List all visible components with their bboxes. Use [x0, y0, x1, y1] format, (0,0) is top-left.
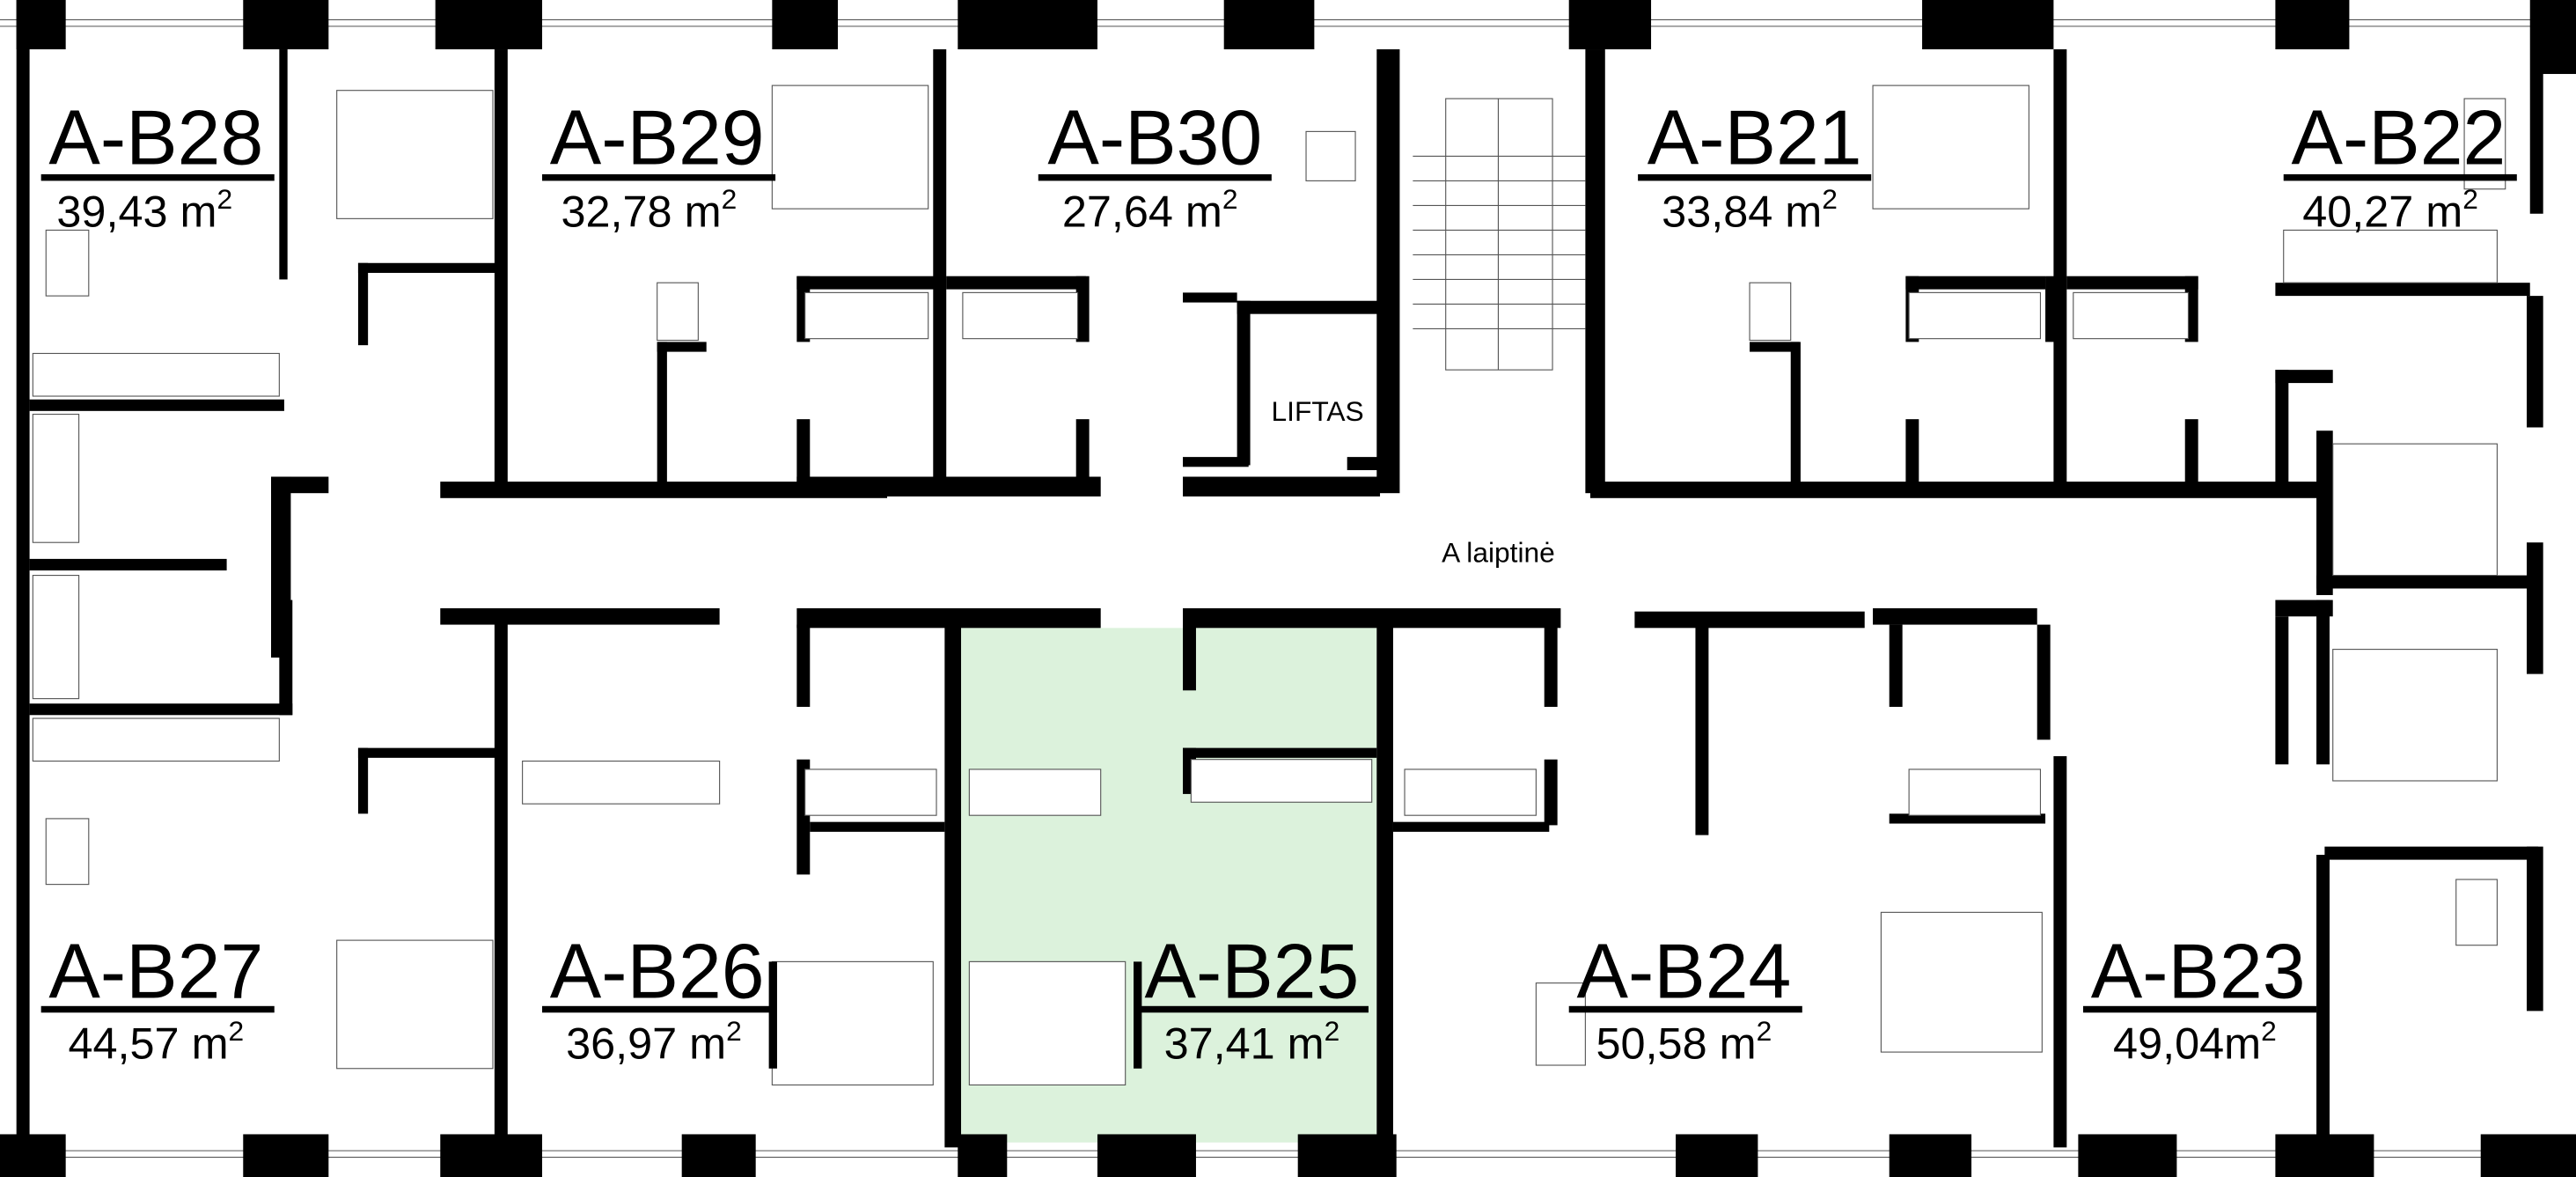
- unit-code-underline: [40, 1005, 275, 1013]
- unit-code-underline: [40, 173, 275, 181]
- unit-area: 39,43 m2: [56, 183, 232, 237]
- unit-a-b28[interactable]: A-B28 39,43 m2: [40, 95, 275, 237]
- unit-area: 44,57 m2: [68, 1015, 244, 1069]
- corridor-label: A laiptinė: [1442, 537, 1555, 569]
- unit-code: A-B29: [550, 95, 765, 181]
- unit-code: A-B24: [1576, 928, 1791, 1014]
- unit-a-b27[interactable]: A-B27 44,57 m2: [40, 928, 275, 1069]
- unit-code-underline: [2283, 173, 2517, 181]
- unit-area: 36,97 m2: [566, 1015, 742, 1069]
- unit-code-underline: [542, 1005, 776, 1013]
- unit-a-b29[interactable]: A-B29 32,78 m2: [542, 95, 776, 237]
- unit-code: A-B30: [1047, 95, 1262, 181]
- unit-code: A-B26: [550, 928, 765, 1014]
- unit-area: 37,41 m2: [1164, 1015, 1340, 1069]
- unit-a-b22[interactable]: A-B22 40,27 m2: [2283, 95, 2517, 237]
- unit-area: 32,78 m2: [561, 183, 737, 237]
- unit-code: A-B28: [48, 95, 263, 181]
- unit-a-b23[interactable]: A-B23 49,04m2: [2082, 928, 2317, 1069]
- unit-a-b25[interactable]: A-B25 37,41 m2: [1134, 928, 1369, 1069]
- unit-code: A-B25: [1145, 928, 1360, 1014]
- unit-area: 27,64 m2: [1062, 183, 1238, 237]
- unit-code-underline: [1638, 173, 1872, 181]
- staircase: [1413, 98, 1586, 371]
- unit-code: A-B27: [48, 928, 263, 1014]
- unit-a-b30[interactable]: A-B30 27,64 m2: [1038, 95, 1272, 237]
- unit-a-b24[interactable]: A-B24 50,58 m2: [1568, 928, 1802, 1069]
- elevator-label: LIFTAS: [1272, 395, 1364, 427]
- unit-a-b26[interactable]: A-B26 36,97 m2: [542, 928, 777, 1069]
- unit-code-underline: [1038, 173, 1272, 181]
- unit-code-underline: [1138, 1005, 1369, 1013]
- unit-a-b21[interactable]: A-B21 33,84 m2: [1638, 95, 1872, 237]
- unit-code: A-B21: [1648, 95, 1862, 181]
- unit-area: 40,27 m2: [2302, 183, 2478, 237]
- unit-code-underline: [2082, 1005, 2317, 1013]
- unit-area: 49,04m2: [2113, 1015, 2277, 1069]
- fixtures: [32, 85, 2506, 1085]
- unit-code: A-B23: [2091, 928, 2306, 1014]
- unit-code: A-B22: [2291, 95, 2506, 181]
- unit-area: 33,84 m2: [1662, 183, 1838, 237]
- unit-area: 50,58 m2: [1596, 1015, 1772, 1069]
- unit-code-underline: [1568, 1005, 1802, 1013]
- unit-code-underline: [542, 173, 776, 181]
